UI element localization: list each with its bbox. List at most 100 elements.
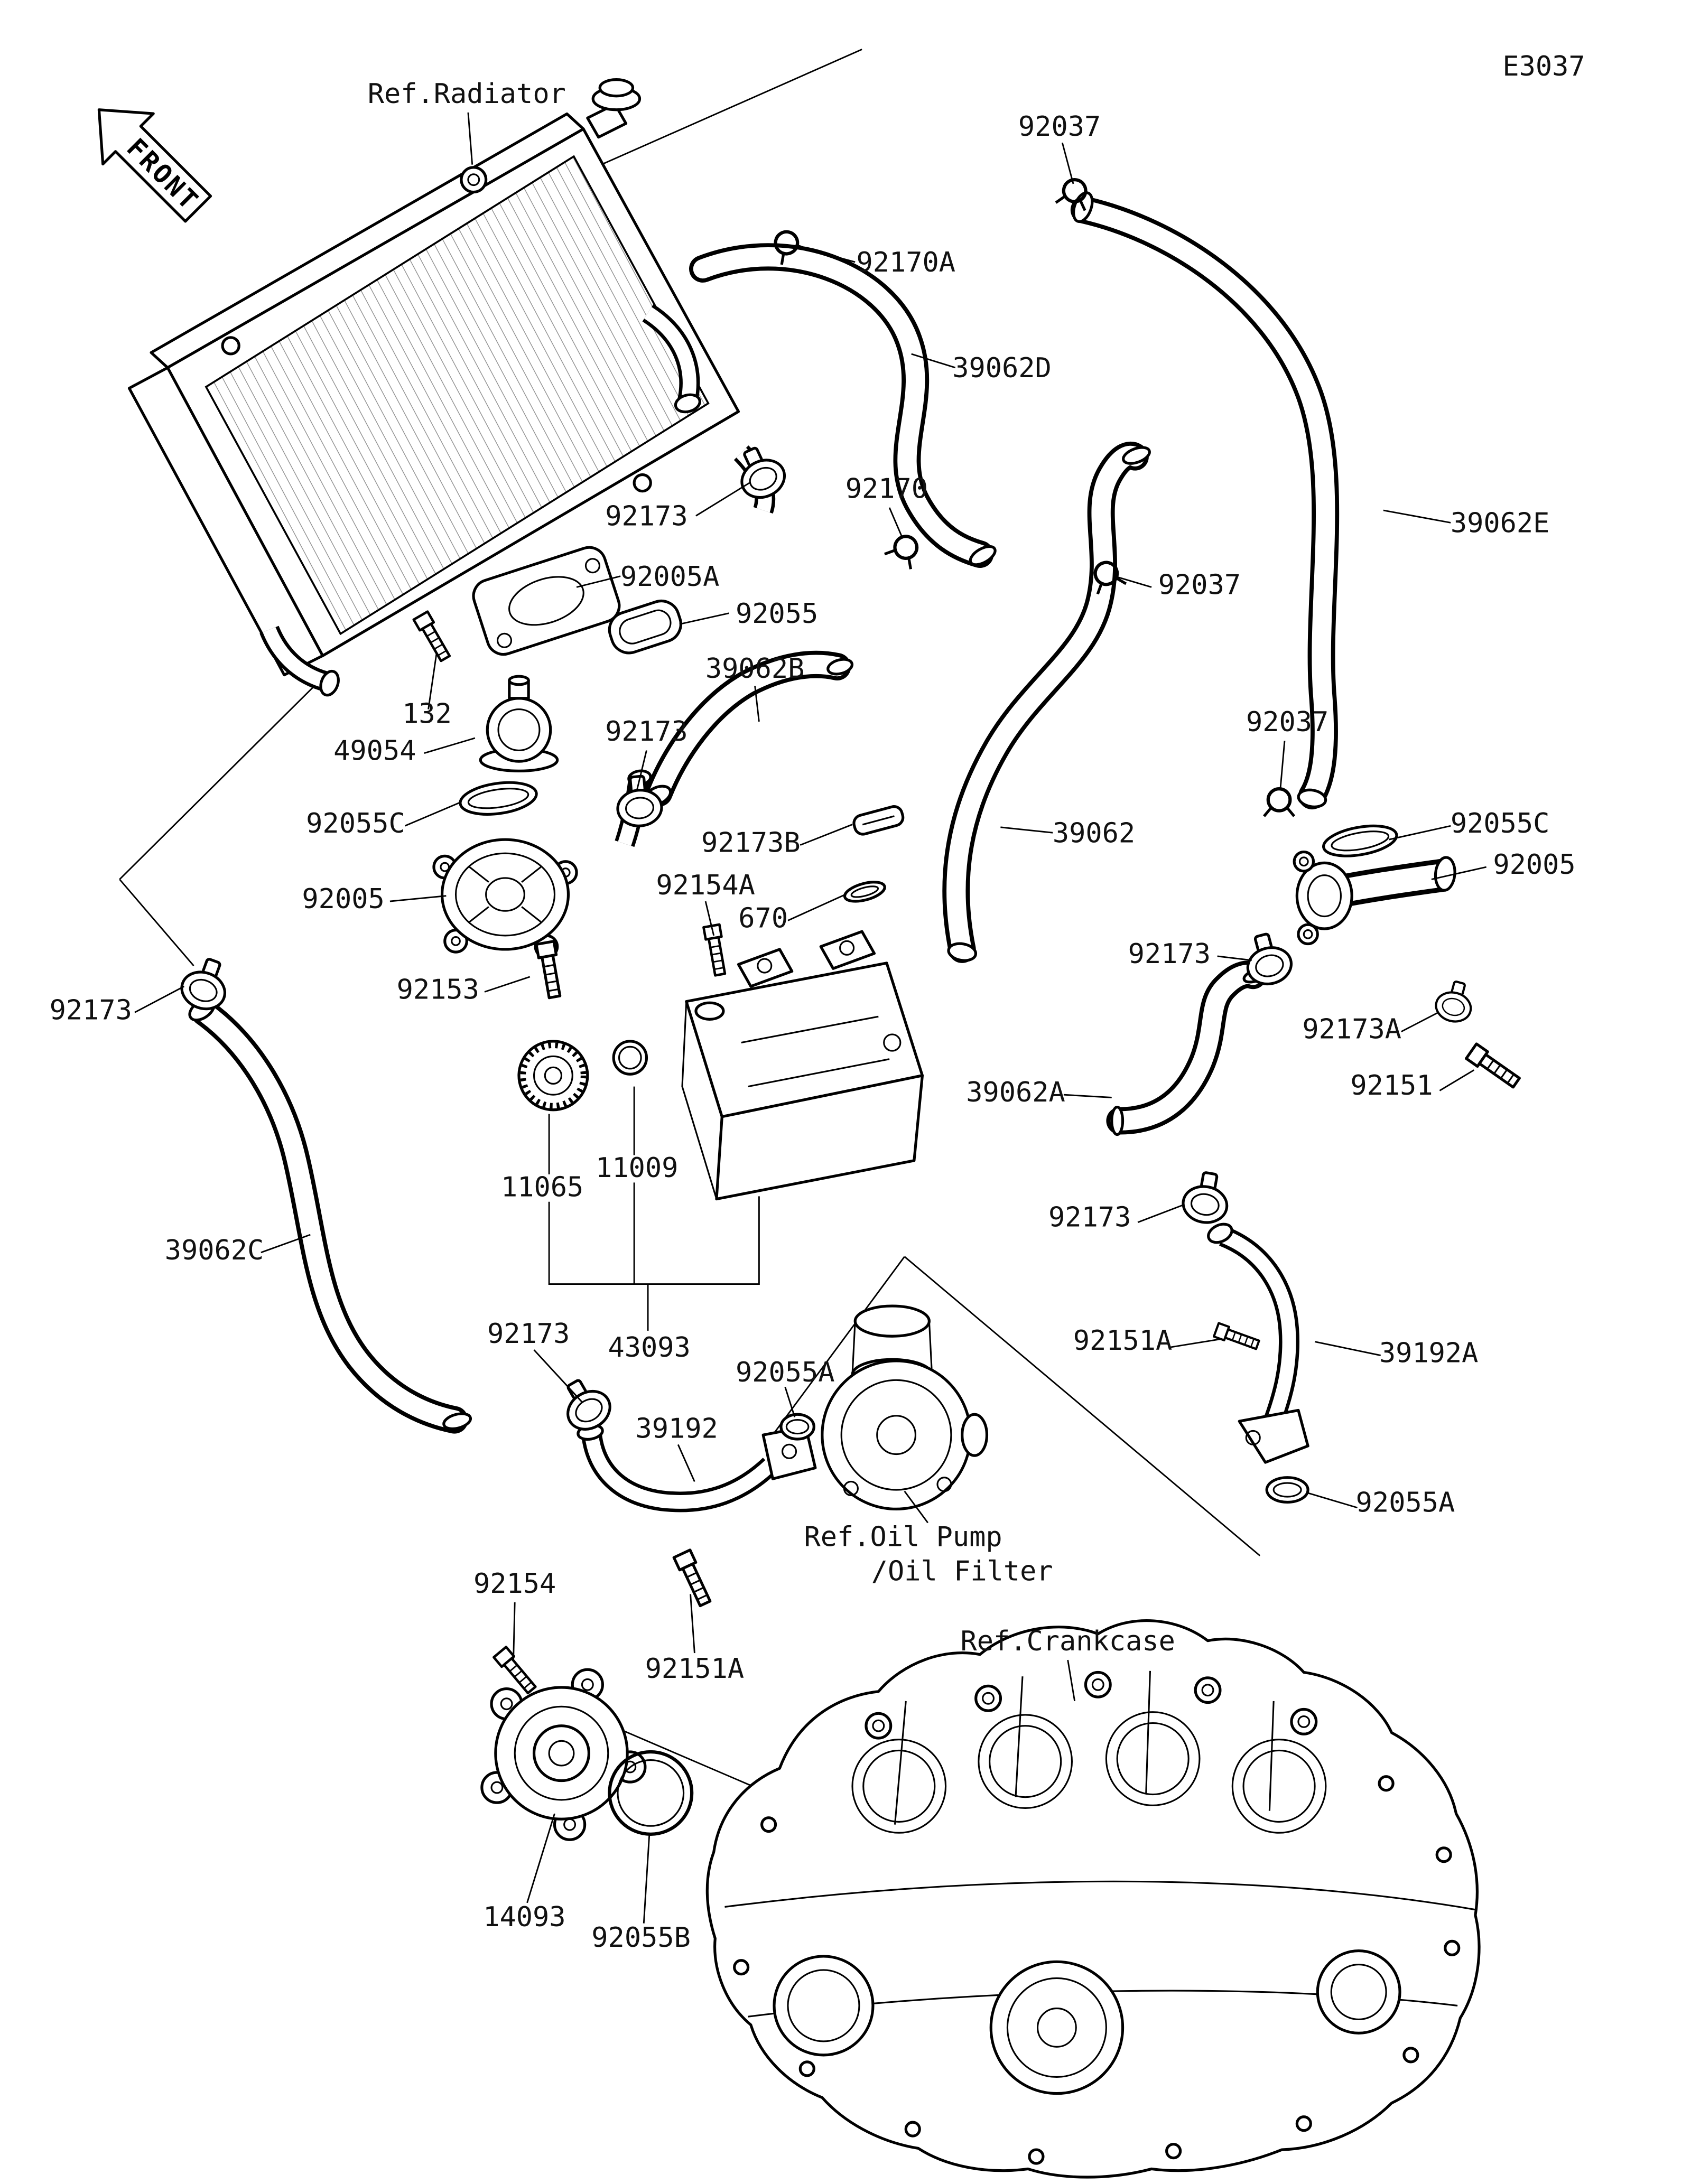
witness-line (119, 879, 194, 967)
thermostat-housing-92005A (472, 546, 621, 656)
callout-92173A: 92173A (1302, 1014, 1401, 1046)
callout-92037-mid: 92037 (1158, 569, 1241, 601)
callout-39192: 39192 (635, 1413, 718, 1444)
leader-line (526, 1813, 555, 1903)
leader-line (690, 1594, 695, 1654)
witness-line (601, 49, 862, 165)
oring-11009 (612, 1040, 648, 1076)
leader-line (1431, 866, 1486, 880)
leader-line (404, 801, 460, 827)
ref-radiator-label: Ref.Radiator (368, 78, 566, 110)
leader-line (576, 575, 621, 588)
leader-line (888, 507, 903, 537)
radiator-cap-top (598, 78, 635, 98)
callout-92005A: 92005A (620, 561, 720, 593)
leader-line (643, 1835, 651, 1924)
radiator-mount-tab (221, 336, 240, 356)
callout-92005-right: 92005 (1493, 849, 1575, 881)
callout-92151A-bottom: 92151A (645, 1653, 745, 1685)
leader-line (695, 482, 750, 517)
ref-crankcase-label: Ref.Crankcase (960, 1626, 1175, 1657)
clamp-92170 (885, 530, 924, 570)
callout-39062B: 39062B (705, 653, 805, 685)
ref-oil-pump-label-2: /Oil Filter (871, 1555, 1053, 1587)
callout-132: 132 (402, 698, 452, 730)
leader-line (704, 901, 715, 936)
bolt-92151A-bottom (674, 1550, 713, 1607)
witness-line (768, 1256, 905, 1441)
pipe-39192A (1207, 1222, 1309, 1504)
leader-line (1306, 1491, 1358, 1509)
elbow-flange (1295, 861, 1353, 930)
callout-14093: 14093 (483, 1901, 565, 1933)
callout-92055C-left: 92055C (306, 808, 405, 839)
callout-670: 670 (738, 902, 788, 934)
leader-line (533, 1349, 583, 1403)
leader-line (1061, 142, 1074, 184)
radiator (127, 78, 776, 697)
thermostat-cluster (414, 546, 682, 1112)
sheet-code: E3037 (1502, 51, 1585, 82)
radiator-left-tank (127, 366, 324, 677)
leader-line (804, 247, 856, 263)
leader-line (1114, 575, 1152, 588)
clip-92037-right (1264, 789, 1294, 816)
leader-line (911, 353, 956, 369)
hose-end-opening (1110, 1105, 1125, 1136)
bolt-132 (414, 612, 452, 662)
callout-92173-right-lower: 92173 (1048, 1201, 1131, 1233)
callout-92154: 92154 (473, 1568, 556, 1600)
bracket-92173B (852, 805, 905, 836)
leader-line (1217, 955, 1252, 962)
hose-39062 (942, 442, 1151, 963)
callouts: E3037 Ref.Radiator Ref.Oil Pump /Oil Fil… (50, 51, 1585, 1954)
leader-line (484, 976, 531, 993)
reserve-tank-43093 (681, 925, 924, 1201)
bolt-92154 (494, 1647, 537, 1695)
witness-line (119, 674, 326, 880)
callout-92151A-right: 92151A (1073, 1325, 1173, 1357)
callout-92173-far-left: 92173 (50, 994, 132, 1026)
callout-92154A: 92154A (656, 870, 755, 901)
callout-39062: 39062 (1053, 817, 1135, 849)
hose-end-opening (1122, 446, 1151, 465)
fitting-670 (843, 881, 886, 903)
leader-line (513, 1602, 516, 1660)
hose-end-opening (1297, 788, 1327, 808)
crankcase-outline (705, 1619, 1481, 2179)
pipe-opening (1207, 1222, 1233, 1244)
front-arrow-shape (97, 108, 212, 223)
oring-92055B (608, 1750, 694, 1836)
leader-line (1137, 1203, 1185, 1224)
radiator-inlet-opening (674, 393, 701, 414)
callout-39062C: 39062C (165, 1235, 264, 1266)
leader-line (904, 1490, 928, 1524)
callout-92055: 92055 (736, 598, 818, 630)
callout-39062D: 39062D (952, 352, 1052, 384)
elbow-pipe-cluster-right (1293, 824, 1521, 1090)
leader-line (1279, 741, 1286, 788)
leader-line (1063, 1094, 1112, 1098)
clamp-92173-radiator-hose (730, 441, 791, 505)
leader-line (1170, 1338, 1222, 1348)
bolt-92151A-right (1214, 1323, 1260, 1351)
hose-end-opening (969, 545, 997, 566)
leader-line (428, 652, 438, 710)
bolt-92153 (536, 941, 563, 998)
callout-92055C-right: 92055C (1451, 808, 1550, 839)
callout-92173-right-mid: 92173 (1128, 938, 1211, 970)
gasket-92055 (608, 599, 682, 655)
oring-92055C-right (1322, 824, 1398, 857)
callout-92055B: 92055B (591, 1922, 691, 1954)
oring-92055C-left (459, 781, 538, 816)
callout-92055A-left: 92055A (736, 1357, 835, 1388)
bolt-92151 (1466, 1044, 1521, 1090)
pump-outlet (961, 1413, 989, 1457)
callout-49054: 49054 (333, 735, 416, 767)
leader-line (636, 750, 647, 791)
callout-92170: 92170 (846, 473, 928, 505)
callout-39062A: 39062A (966, 1077, 1065, 1108)
pipe-flange (1238, 1408, 1309, 1464)
clamp-92173-right-lower (1181, 1170, 1232, 1226)
